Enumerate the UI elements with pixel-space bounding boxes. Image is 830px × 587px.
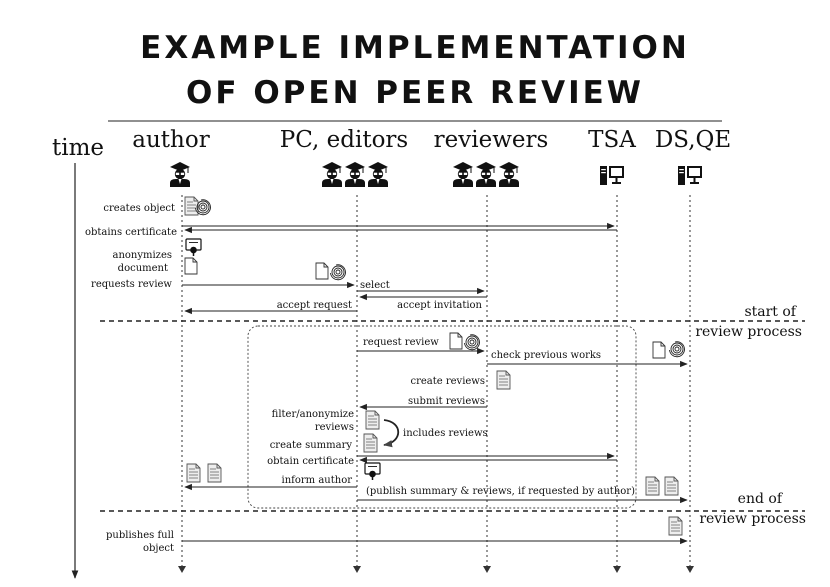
computer-icon [678, 166, 702, 185]
document-icon [207, 463, 222, 483]
document-icon [365, 410, 380, 430]
msg-accept-request: accept request [277, 300, 352, 311]
document-icon [186, 463, 201, 483]
label-anonymizes: anonymizes [112, 250, 172, 261]
msg-publish-summary: (publish summary & reviews, if requested… [366, 486, 635, 497]
fingerprint-icon [464, 334, 480, 351]
diagram-title-line-1: EXAMPLE IMPLEMENTATION [140, 30, 690, 66]
msg-check-previous-works: check previous works [491, 350, 601, 361]
actor-pc-editors: PC, editors [280, 127, 408, 153]
graduate-person-icon [452, 161, 474, 188]
document-icon [315, 262, 329, 280]
graduate-person-icon [475, 161, 497, 188]
message-arrows [182, 222, 688, 545]
start-label-line-1: start of [744, 304, 797, 320]
lifeline-ends [178, 566, 694, 573]
document-icon [184, 257, 198, 275]
start-label-line-2: review process [695, 324, 802, 340]
actor-author: author [132, 127, 209, 153]
msg-submit-reviews: submit reviews [408, 396, 485, 407]
end-label-line-1: end of [738, 491, 784, 507]
msg-create-reviews: create reviews [410, 376, 485, 387]
msg-filter-anonymize: filter/anonymize [272, 409, 354, 420]
document-icon [496, 370, 511, 390]
msg-obtain-certificate: obtain certificate [267, 456, 354, 467]
document-icon [668, 516, 683, 536]
certificate-icon [364, 462, 381, 481]
graduate-person-icon [169, 161, 191, 188]
fingerprint-icon [330, 264, 346, 281]
label-publishes-full: publishes full [106, 530, 174, 541]
label-object: object [143, 543, 174, 554]
graduate-person-icon [344, 161, 366, 188]
computer-icon [600, 166, 624, 185]
end-label-line-2: review process [699, 511, 806, 527]
document-icon [652, 341, 666, 359]
document-icon [449, 332, 463, 350]
document-icon [363, 433, 378, 453]
graduate-person-icon [498, 161, 520, 188]
graduate-person-icon [367, 161, 389, 188]
fingerprint-icon [669, 341, 685, 358]
actor-reviewers: reviewers [434, 127, 549, 153]
document-icon [664, 476, 679, 496]
actor-ds-qe: DS,QE [655, 127, 731, 153]
msg-select: select [360, 280, 390, 291]
msg-accept-invitation: accept invitation [397, 300, 482, 311]
msg-request-review: request review [363, 337, 439, 348]
certificate-icon [185, 238, 202, 257]
msg-create-summary: create summary [270, 440, 353, 451]
time-label: time [52, 135, 104, 161]
label-obtains-certificate: obtains certificate [85, 227, 177, 238]
document-icon [184, 196, 199, 216]
label-creates-object: creates object [103, 203, 175, 214]
diagram-title-line-2: OF OPEN PEER REVIEW [186, 75, 644, 111]
review-process-box [247, 325, 637, 509]
msg-includes-reviews: includes reviews [403, 428, 488, 439]
msg-reviews: reviews [315, 422, 354, 433]
includes-reviews-loop [383, 419, 400, 448]
msg-inform-author: inform author [282, 475, 353, 486]
graduate-person-icon [321, 161, 343, 188]
label-requests-review: requests review [91, 279, 172, 290]
label-document: document [118, 263, 168, 274]
actor-tsa: TSA [588, 127, 636, 153]
lifelines [181, 195, 691, 568]
document-icon [645, 476, 660, 496]
